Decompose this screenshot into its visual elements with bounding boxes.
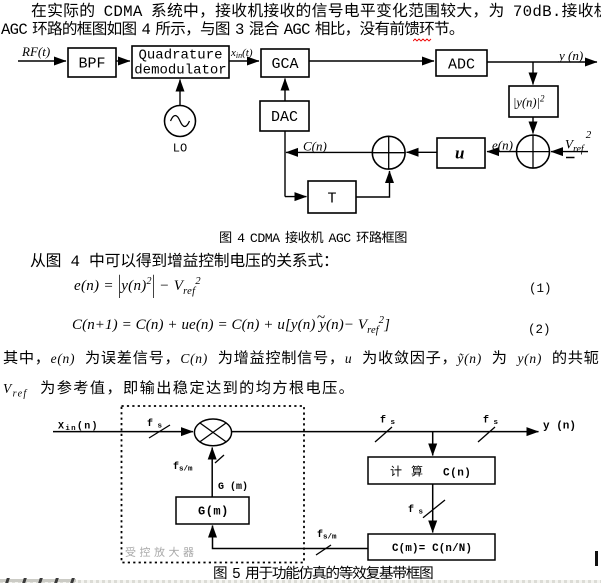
- svg-text:f s: f s: [147, 418, 163, 431]
- svg-text:RF(t): RF(t): [21, 44, 50, 59]
- svg-text:Quadrature: Quadrature: [138, 48, 222, 64]
- svg-text:ADC: ADC: [448, 57, 475, 74]
- svg-text:C(n): C(n): [443, 468, 471, 480]
- svg-text:G(m): G(m): [198, 505, 229, 519]
- svg-text:u: u: [455, 144, 464, 163]
- svg-text:DAC: DAC: [271, 109, 298, 126]
- svg-text:C(n): C(n): [303, 139, 327, 154]
- svg-text:fs/m: fs/m: [173, 461, 193, 474]
- svg-text:y (n): y (n): [557, 48, 583, 63]
- svg-text:受控放大器: 受控放大器: [125, 544, 198, 560]
- svg-text:BPF: BPF: [78, 56, 105, 73]
- svg-text:y (n): y (n): [543, 421, 576, 433]
- svg-text:T: T: [327, 191, 336, 208]
- svg-text:f s: f s: [408, 504, 424, 517]
- svg-text:G (m): G (m): [218, 481, 248, 493]
- svg-text:demodulator: demodulator: [134, 63, 226, 79]
- svg-text:fs/m: fs/m: [317, 529, 337, 542]
- svg-text:C(m)= C(n/N): C(m)= C(n/N): [392, 543, 472, 555]
- svg-text:|y(n)|2: |y(n)|2: [513, 94, 545, 110]
- svg-text:Xin(n): Xin(n): [58, 421, 99, 434]
- svg-text:计 算: 计 算: [390, 463, 426, 480]
- svg-text:f s: f s: [483, 415, 499, 428]
- svg-text:f s: f s: [380, 415, 396, 428]
- svg-text:xin(t): xin(t): [230, 47, 253, 60]
- svg-text:GCA: GCA: [271, 56, 298, 73]
- svg-text:LO: LO: [173, 142, 187, 156]
- svg-text:e(n): e(n): [492, 138, 513, 153]
